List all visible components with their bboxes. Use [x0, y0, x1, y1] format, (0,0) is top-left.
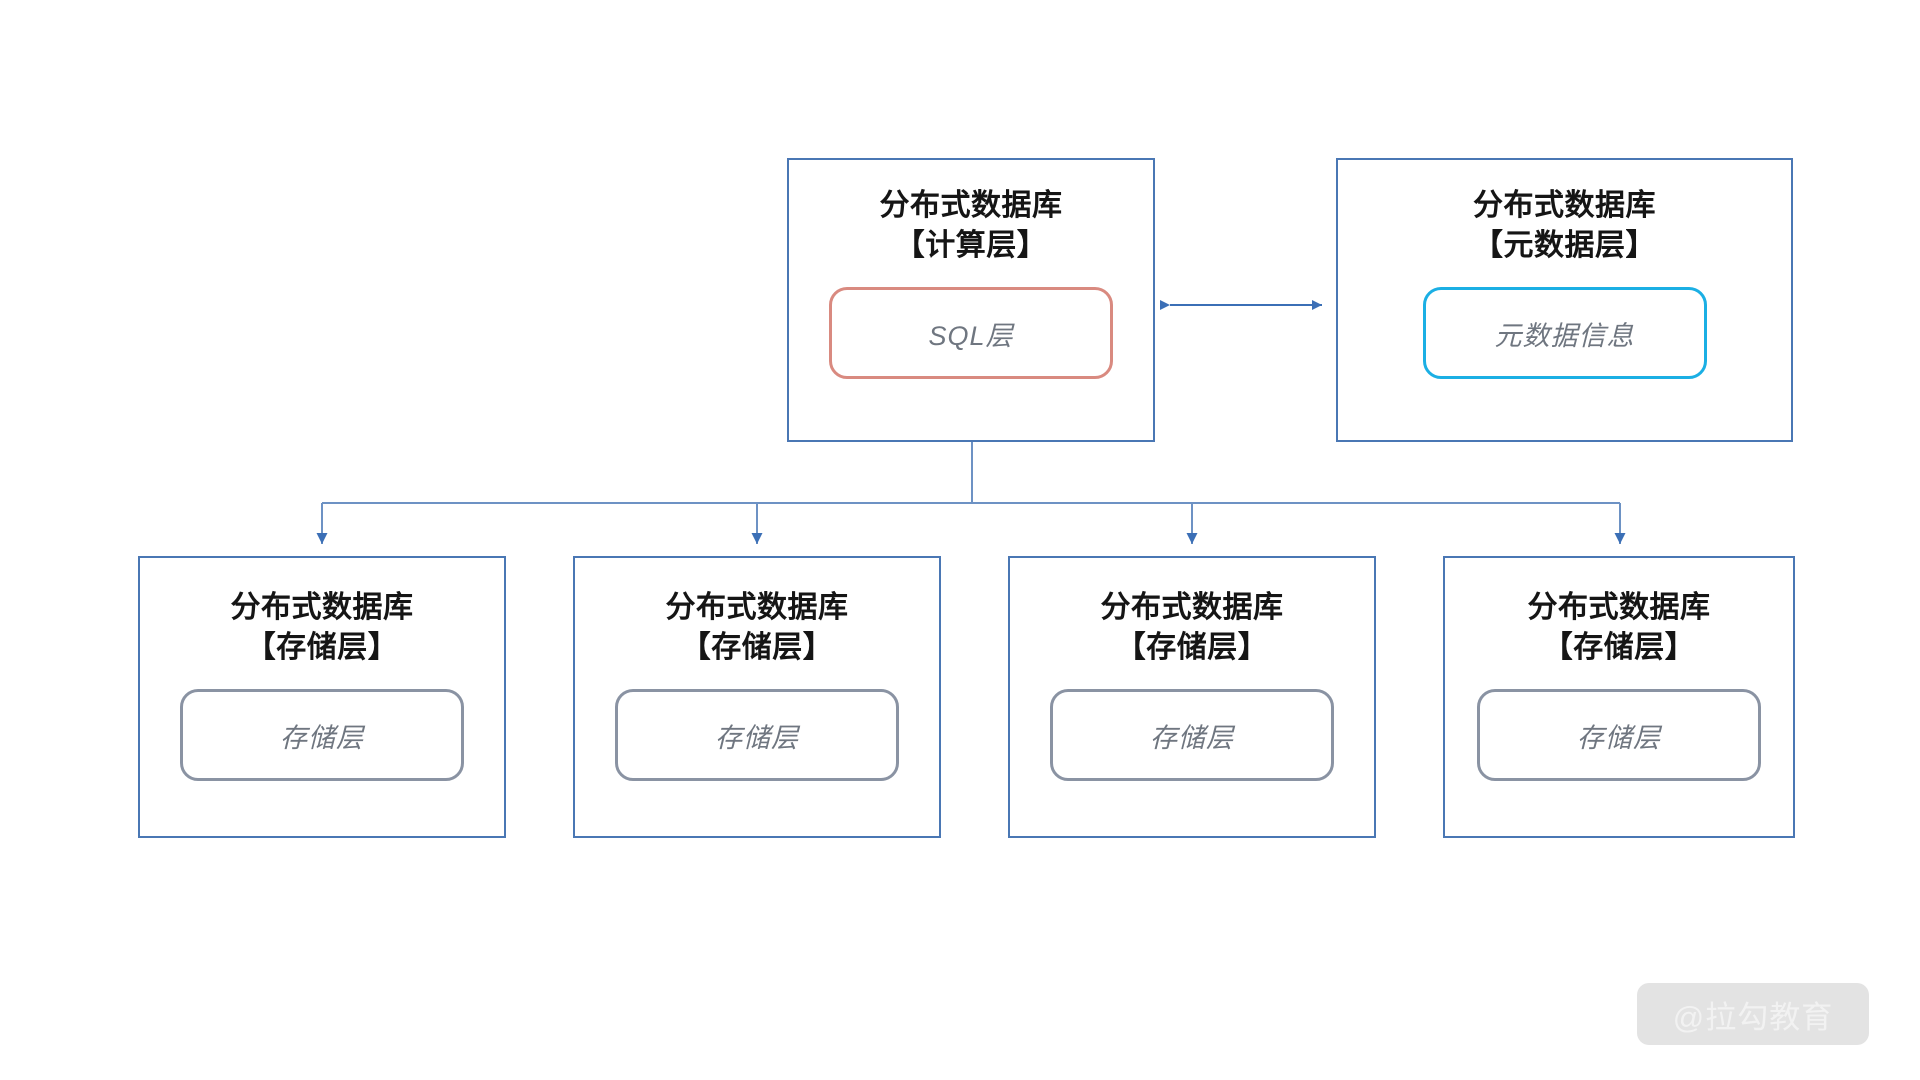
node-storage-layer-3-pill[interactable]: 存储层 [1050, 689, 1334, 782]
node-storage-layer-4[interactable]: 分布式数据库 【存储层】 存储层 [1443, 556, 1795, 838]
node-metadata-layer-title: 分布式数据库 【元数据层】 [1473, 189, 1656, 262]
node-compute-layer-pill[interactable]: SQL层 [829, 287, 1113, 380]
node-storage-layer-1-title: 分布式数据库 【存储层】 [230, 591, 414, 664]
node-storage-layer-4-title: 分布式数据库 【存储层】 [1527, 591, 1711, 664]
node-metadata-layer-pill[interactable]: 元数据信息 [1422, 287, 1707, 380]
node-storage-layer-4-pill[interactable]: 存储层 [1477, 689, 1761, 782]
node-storage-layer-1-pill[interactable]: 存储层 [180, 689, 464, 782]
node-storage-layer-2-pill[interactable]: 存储层 [615, 689, 899, 782]
node-storage-layer-1[interactable]: 分布式数据库 【存储层】 存储层 [138, 556, 506, 838]
node-compute-layer-title: 分布式数据库 【计算层】 [879, 189, 1063, 262]
watermark: @拉勾教育 [1637, 983, 1869, 1045]
connector-compute-storage-tree [316, 442, 1626, 544]
node-storage-layer-3[interactable]: 分布式数据库 【存储层】 存储层 [1008, 556, 1376, 838]
node-compute-layer[interactable]: 分布式数据库 【计算层】 SQL层 [787, 158, 1155, 442]
node-storage-layer-2[interactable]: 分布式数据库 【存储层】 存储层 [573, 556, 941, 838]
node-storage-layer-3-title: 分布式数据库 【存储层】 [1100, 591, 1284, 664]
node-storage-layer-2-title: 分布式数据库 【存储层】 [665, 591, 849, 664]
node-metadata-layer[interactable]: 分布式数据库 【元数据层】 元数据信息 [1336, 158, 1793, 442]
